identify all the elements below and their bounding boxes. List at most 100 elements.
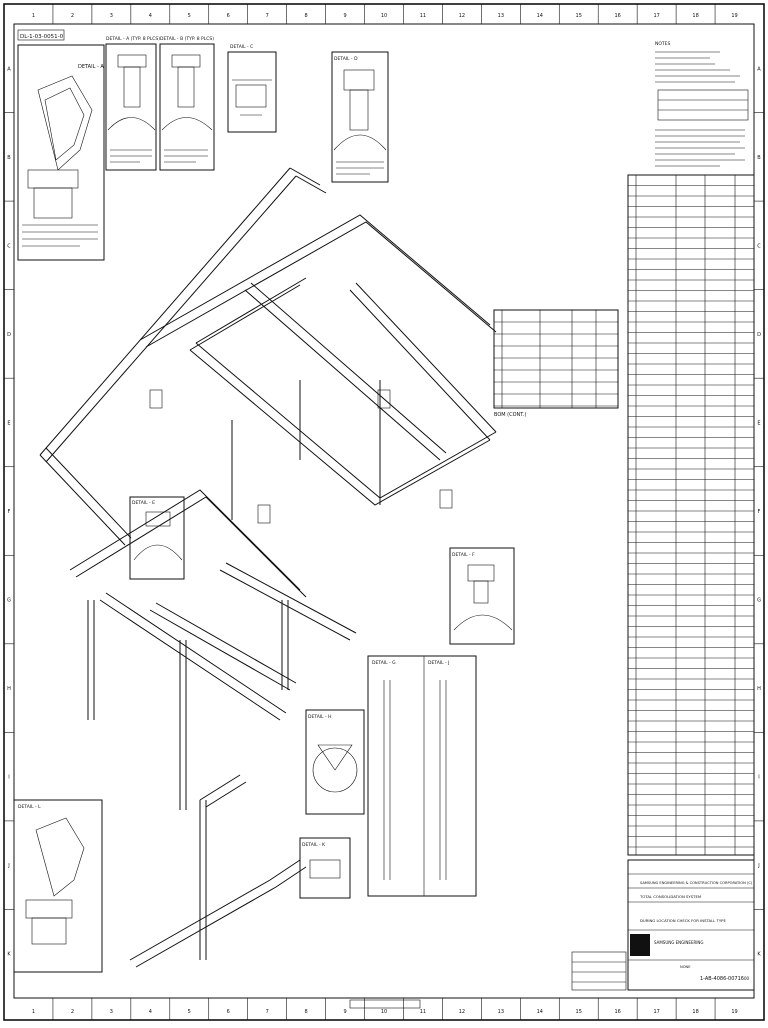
zone-column-label: 10 bbox=[381, 13, 387, 19]
zone-column-label: 12 bbox=[459, 1009, 465, 1015]
zone-row-label: C bbox=[7, 243, 11, 249]
zone-column-label: 13 bbox=[498, 13, 504, 19]
company-name: SAMSUNG ENGINEERING & CONSTRUCTION CORPO… bbox=[640, 881, 753, 885]
detail-i-label: DETAIL - H bbox=[308, 714, 332, 720]
zone-row-label: K bbox=[757, 952, 761, 958]
zone-row-label: H bbox=[757, 686, 761, 692]
revision-strip bbox=[571, 951, 627, 991]
zone-column-label: 7 bbox=[266, 1009, 269, 1015]
zone-column-label: 18 bbox=[692, 1009, 698, 1015]
zone-column-label: 4 bbox=[149, 1009, 152, 1015]
zone-column-label: 5 bbox=[188, 13, 191, 19]
detail-d-box: DETAIL - C bbox=[227, 44, 277, 133]
scale-value: NONE bbox=[680, 965, 691, 969]
notes-heading: NOTES bbox=[655, 41, 671, 47]
zone-column-label: 18 bbox=[692, 13, 698, 19]
detail-a-box: DETAIL - A bbox=[17, 44, 105, 261]
zone-column-label: 17 bbox=[653, 13, 659, 19]
contractor-name: SAMSUNG ENGINEERING bbox=[654, 940, 704, 945]
zone-column-label: 6 bbox=[227, 13, 230, 19]
detail-f-box: DETAIL - E bbox=[129, 496, 185, 580]
zone-row-label: C bbox=[757, 243, 761, 249]
detail-i-box: DETAIL - H bbox=[305, 709, 365, 815]
zone-row-label: H bbox=[7, 686, 11, 692]
detail-h-label: DETAIL - G bbox=[372, 660, 396, 666]
zone-column-label: 8 bbox=[305, 1009, 308, 1015]
detail-b-label: DETAIL - A (TYP. 8 PLCS) bbox=[106, 36, 160, 42]
drawing-number: 1-AB-4086-00716 bbox=[700, 976, 744, 982]
bom-table-mid: BOM (CONT.) bbox=[493, 309, 619, 418]
zone-row-label: J bbox=[757, 863, 759, 869]
zone-row-label: B bbox=[757, 155, 761, 161]
zone-row-label: D bbox=[757, 332, 761, 338]
project-name: TOTAL CONSOLIDATION SYSTEM bbox=[639, 894, 701, 899]
sheet-ref: DL-1-03-0051-0 bbox=[20, 34, 64, 40]
zone-column-label: 2 bbox=[71, 13, 74, 19]
detail-a-label: DETAIL - A bbox=[78, 64, 104, 70]
zone-column-label: 16 bbox=[614, 1009, 620, 1015]
zone-row-label: G bbox=[7, 598, 11, 604]
detail-h-box: DETAIL - G DETAIL - J bbox=[367, 655, 477, 897]
contractor-logo bbox=[630, 934, 650, 956]
sheet-ref-box bbox=[17, 29, 65, 41]
zone-column-label: 8 bbox=[305, 13, 308, 19]
zone-column-label: 1 bbox=[32, 13, 35, 19]
zone-row-label: I bbox=[758, 775, 759, 781]
zone-row-label: K bbox=[7, 952, 11, 958]
zone-column-label: 10 bbox=[381, 1009, 387, 1015]
zone-row-label: A bbox=[757, 66, 761, 72]
zone-row-label: D bbox=[7, 332, 11, 338]
zone-column-label: 11 bbox=[420, 1009, 426, 1015]
zone-column-label: 5 bbox=[188, 1009, 191, 1015]
notes-block: NOTES bbox=[655, 41, 749, 167]
detail-f-label: DETAIL - E bbox=[132, 500, 155, 506]
detail-l-box: DETAIL - L bbox=[13, 799, 103, 973]
scale-bar bbox=[349, 999, 421, 1009]
zone-column-label: 2 bbox=[71, 1009, 74, 1015]
zone-column-label: 13 bbox=[498, 1009, 504, 1015]
title-block: SAMSUNG ENGINEERING & CONSTRUCTION CORPO… bbox=[627, 859, 755, 991]
zone-row-label: F bbox=[8, 509, 11, 515]
detail-b-box: DETAIL - A (TYP. 8 PLCS) bbox=[105, 36, 160, 171]
detail-g-box: DETAIL - F bbox=[449, 547, 515, 645]
drawing-title: DURING LOCATION CHECK FOR INSTALL TYPE bbox=[640, 918, 726, 923]
zone-column-label: 14 bbox=[537, 1009, 543, 1015]
detail-e-box: DETAIL - D bbox=[331, 51, 389, 183]
detail-c-label: DETAIL - B (TYP. 8 PLCS) bbox=[160, 36, 214, 42]
zone-column-label: 15 bbox=[576, 13, 582, 19]
detail-l-label: DETAIL - L bbox=[18, 804, 41, 810]
zone-row-label: A bbox=[7, 66, 11, 72]
detail-e-label: DETAIL - D bbox=[334, 56, 358, 62]
zone-row-label: F bbox=[758, 509, 761, 515]
zone-column-label: 4 bbox=[149, 13, 152, 19]
zone-row-label: I bbox=[8, 775, 9, 781]
zone-column-label: 19 bbox=[731, 1009, 737, 1015]
zone-column-label: 11 bbox=[420, 13, 426, 19]
zone-column-label: 3 bbox=[110, 1009, 113, 1015]
detail-j-label: DETAIL - J bbox=[428, 660, 449, 666]
zone-column-label: 7 bbox=[266, 13, 269, 19]
detail-g-label: DETAIL - F bbox=[452, 552, 475, 558]
zone-column-label: 9 bbox=[343, 13, 346, 19]
zone-column-label: 15 bbox=[576, 1009, 582, 1015]
bom-table-right bbox=[627, 174, 755, 856]
zone-column-label: 6 bbox=[227, 1009, 230, 1015]
zone-column-label: 1 bbox=[32, 1009, 35, 1015]
zone-column-label: 17 bbox=[653, 1009, 659, 1015]
zone-row-label: G bbox=[757, 598, 761, 604]
zone-row-label: E bbox=[7, 420, 10, 426]
zone-column-label: 14 bbox=[537, 13, 543, 19]
isometric-piping bbox=[39, 167, 497, 968]
zone-column-label: 3 bbox=[110, 13, 113, 19]
outer-border bbox=[3, 3, 765, 1021]
detail-d-label: DETAIL - C bbox=[230, 44, 253, 50]
bom-cont-label: BOM (CONT.) bbox=[494, 412, 526, 418]
zone-column-label: 19 bbox=[731, 13, 737, 19]
detail-k-label: DETAIL - K bbox=[302, 842, 326, 848]
